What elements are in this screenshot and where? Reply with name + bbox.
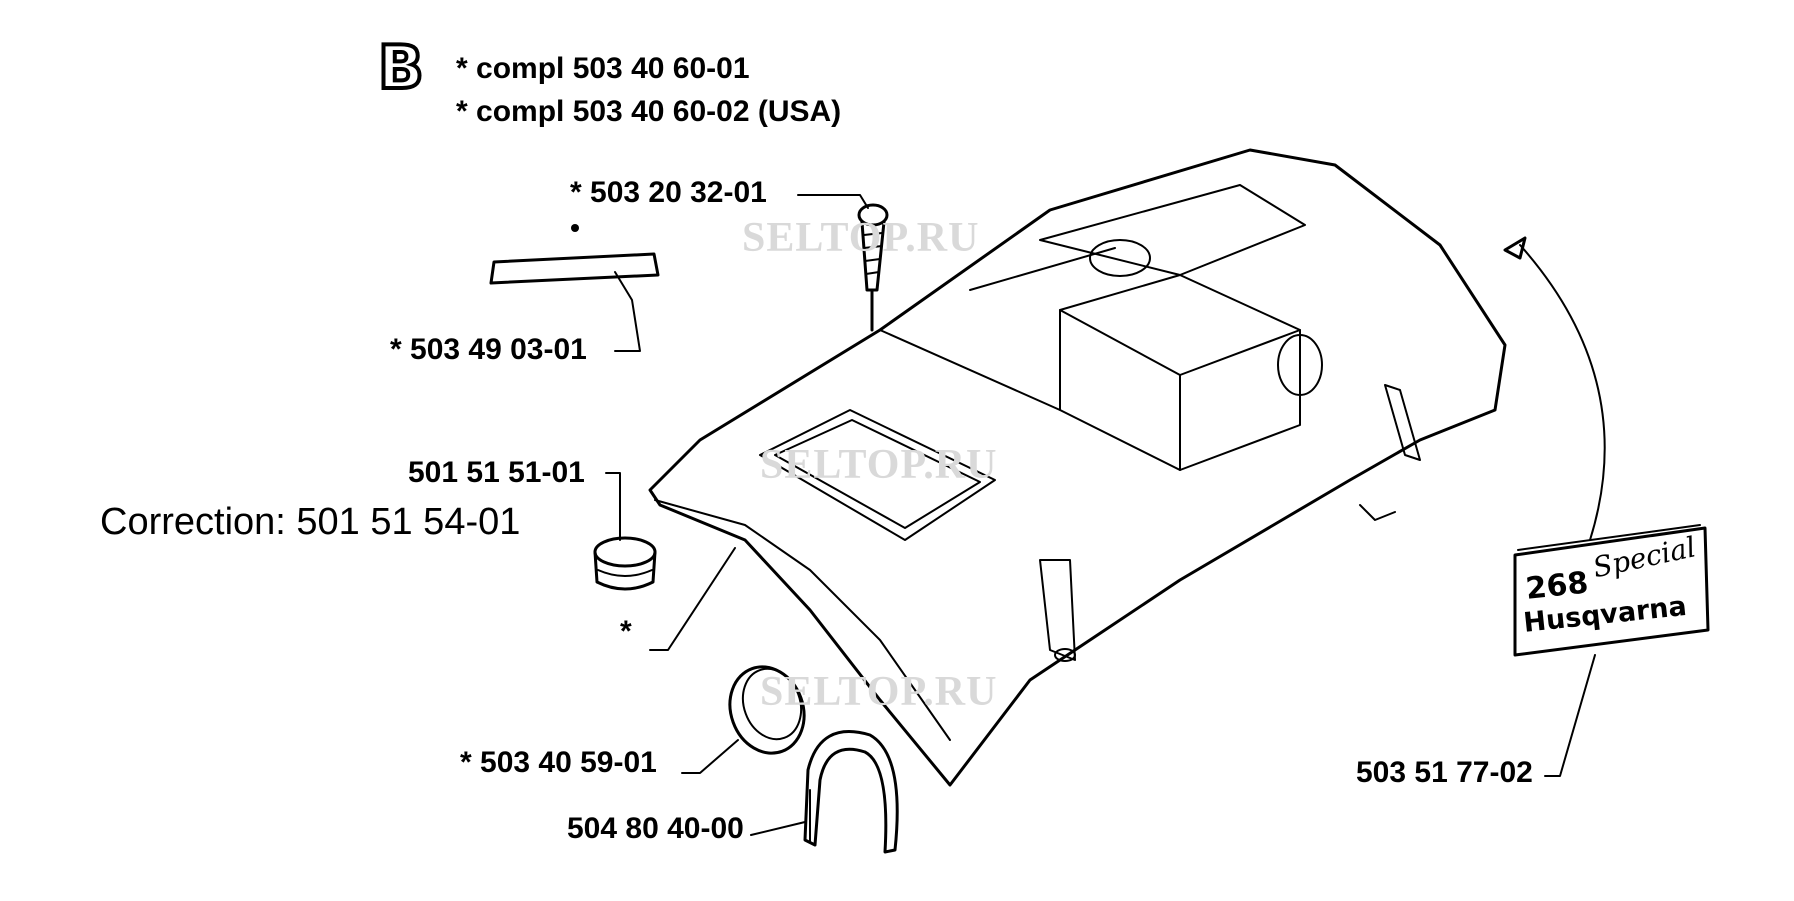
part-label-cap: * 503 40 59-01 bbox=[460, 746, 657, 779]
kit-line-1: * compl 503 40 60-01 bbox=[456, 52, 750, 85]
bracket bbox=[803, 730, 899, 854]
arrow-indicator bbox=[1503, 236, 1606, 541]
cylinder-cover bbox=[648, 148, 1507, 787]
part-label-screw: * 503 20 32-01 bbox=[570, 176, 767, 209]
decal-professional bbox=[489, 252, 660, 285]
decal-model-number: 268 bbox=[1524, 565, 1590, 607]
plug bbox=[593, 536, 657, 591]
part-label-decal-professional: * 503 49 03-01 bbox=[390, 333, 587, 366]
part-label-decal-model: 503 51 77-02 bbox=[1356, 756, 1533, 789]
kit-dot bbox=[571, 224, 579, 232]
kit-line-2: * compl 503 40 60-02 (USA) bbox=[456, 95, 842, 128]
screw bbox=[857, 203, 889, 332]
cap bbox=[728, 665, 806, 755]
watermark: SELTOP.RU bbox=[760, 669, 998, 715]
part-label-plug: 501 51 51-01 bbox=[408, 456, 585, 489]
leader-lines bbox=[605, 194, 1596, 836]
part-label-cover: * bbox=[620, 615, 632, 648]
decal-model bbox=[1513, 524, 1710, 657]
correction-note: Correction: 501 51 54-01 bbox=[100, 501, 521, 543]
watermark: SELTOP.RU bbox=[742, 215, 980, 261]
part-label-bracket: 504 80 40-00 bbox=[567, 812, 744, 845]
section-letter: B bbox=[376, 33, 426, 103]
watermark: SELTOP.RU bbox=[760, 442, 998, 488]
